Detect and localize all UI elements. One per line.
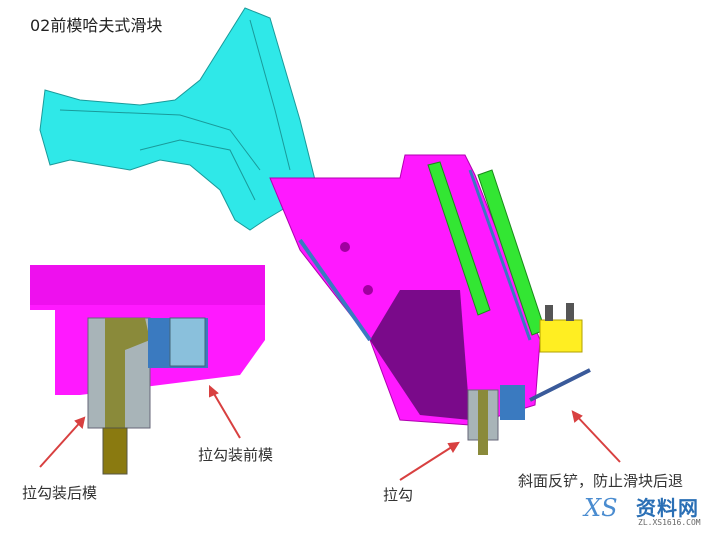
watermark-logo-icon: XS: [584, 494, 618, 522]
plastic-part: [39, 7, 316, 231]
wedge-block: [529, 303, 591, 402]
watermark-url: ZL.XS1616.COM: [638, 518, 701, 527]
label-wedge-note: 斜面反铲，防止滑块后退: [518, 472, 684, 490]
label-hook-on-back-mold: 拉勾装后模: [22, 484, 98, 502]
guide-rails: [427, 161, 546, 341]
annotation-arrows: [39, 384, 621, 481]
hook-right: [467, 385, 525, 455]
label-hook-on-front-mold: 拉勾装前模: [198, 446, 274, 464]
watermark-name: 资料网: [636, 496, 699, 520]
inset-detail: [30, 265, 265, 475]
watermark: XS 资料网 ZL.XS1616.COM: [584, 490, 714, 536]
slider-block: [269, 154, 541, 426]
page-title: 02前模哈夫式滑块: [30, 16, 163, 35]
label-hook: 拉勾: [383, 486, 414, 504]
